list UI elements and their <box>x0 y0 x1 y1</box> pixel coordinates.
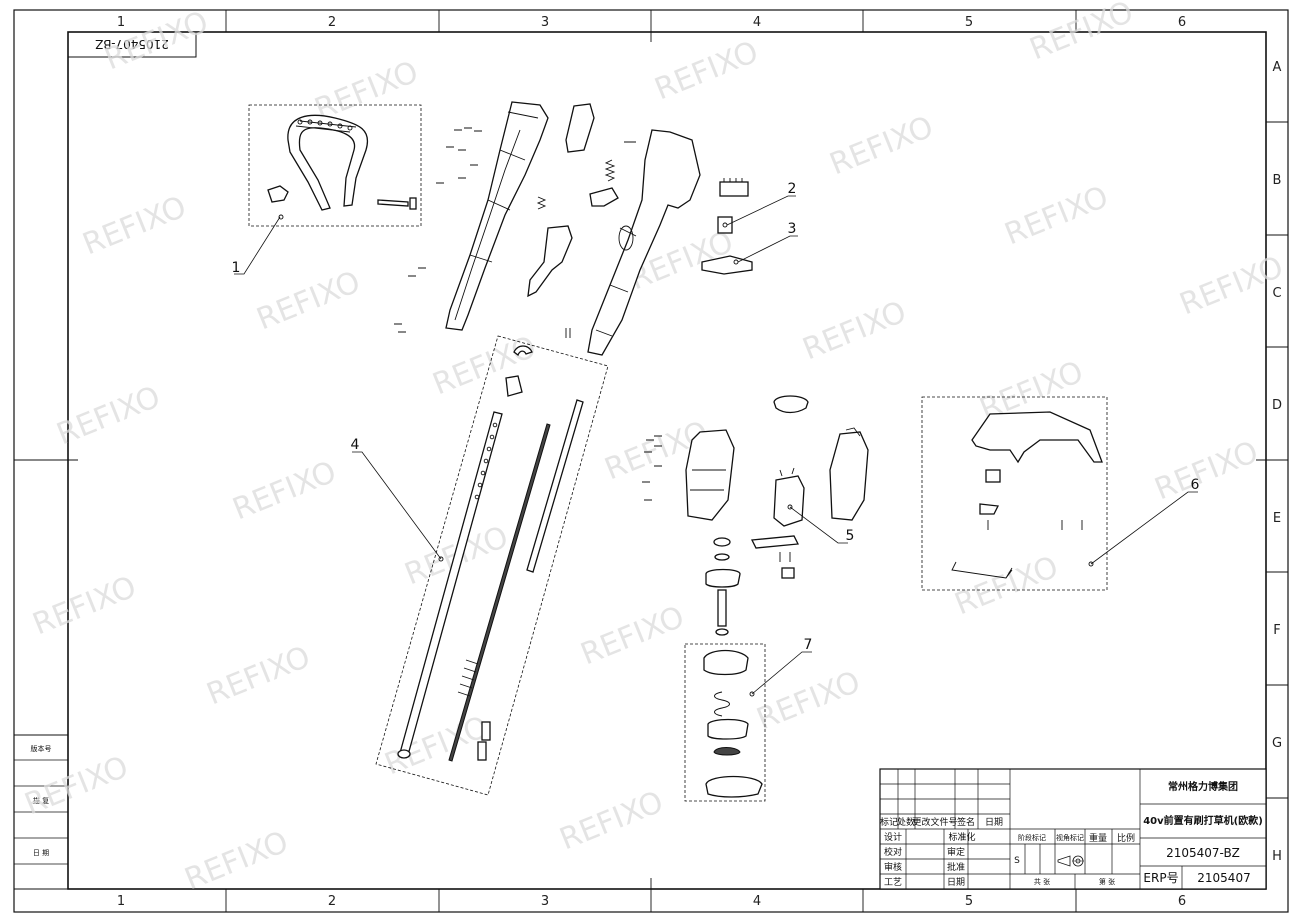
zone-col-label: 4 <box>753 894 761 909</box>
tb-header-mark: 标记 <box>880 816 898 828</box>
watermark: REFIXO <box>1175 249 1288 322</box>
spring-small <box>536 159 616 210</box>
watermark: REFIXO <box>78 189 191 262</box>
zone-row-label: D <box>1272 398 1282 413</box>
callout-6: 6 <box>1191 477 1200 493</box>
tb-role-review: 审核 <box>884 861 902 873</box>
shaft-housing-left-half <box>445 101 549 331</box>
tb-header-signature: 签名 <box>957 816 975 828</box>
tb-header-date: 日期 <box>985 817 1003 828</box>
zone-row-label: H <box>1272 849 1282 864</box>
zone-row-label: G <box>1272 736 1282 751</box>
handle-assembly <box>248 104 422 227</box>
watermark: REFIXO <box>650 34 763 107</box>
watermark: REFIXO <box>1000 179 1113 252</box>
switch-block <box>701 178 753 275</box>
zone-row-label: F <box>1273 623 1280 638</box>
zone-col-label: 2 <box>328 894 336 909</box>
zone-dividers <box>14 10 1288 912</box>
tb-role-standard: 标准化 <box>948 831 975 843</box>
zone-col-label: 1 <box>117 15 125 30</box>
tb-role-ratify: 批准 <box>947 861 965 873</box>
latch-part <box>527 187 619 298</box>
side-panel: 版本号 描 复 日 期 <box>13 734 69 890</box>
projection-symbol-icon <box>1057 855 1084 867</box>
zone-col-label: 5 <box>965 15 973 30</box>
watermark: REFIXO <box>202 639 315 712</box>
zone-col-label: 6 <box>1178 15 1186 30</box>
zone-row-label: E <box>1273 511 1281 526</box>
date-label: 日 期 <box>33 849 49 857</box>
copy-label: 描 复 <box>33 796 49 805</box>
zone-labels-bottom: 1 2 3 4 5 6 <box>117 894 1186 909</box>
callout-1: 1 <box>232 260 241 276</box>
trimmer-head-parts <box>684 537 766 802</box>
zone-labels-top: 1 2 3 4 5 6 <box>117 15 1186 30</box>
watermark: REFIXO <box>798 294 911 367</box>
tb-role-process: 工艺 <box>884 877 902 888</box>
watermark: REFIXO <box>1150 434 1263 507</box>
zone-row-label: C <box>1272 286 1281 301</box>
callout-7: 7 <box>804 637 813 653</box>
tb-role-check: 校对 <box>884 846 902 858</box>
leader-lines <box>234 195 1198 695</box>
zone-col-label: 3 <box>541 15 549 30</box>
tb-scale-label: 比例 <box>1117 832 1135 844</box>
version-label: 版本号 <box>31 744 52 753</box>
watermark: REFIXO <box>428 329 541 402</box>
corner-code-box: 2105407-BZ <box>67 31 197 58</box>
shaft-housing-right-half <box>587 129 701 356</box>
watermark: REFIXO <box>52 379 165 452</box>
motor-housing-assembly <box>642 395 869 579</box>
tb-company: 常州格力博集团 <box>1168 780 1238 793</box>
watermark: REFIXO <box>752 664 865 737</box>
tb-erp-label: ERP号 <box>1143 871 1178 885</box>
tb-erp-number: 2105407 <box>1197 871 1250 885</box>
corner-code: 2105407-BZ <box>95 37 169 51</box>
tb-sheet-number: 第 张 <box>1099 877 1115 886</box>
tb-view-label: 视角标记 <box>1056 833 1084 842</box>
callout-labels: 1 2 3 4 5 6 7 <box>232 181 1200 653</box>
tb-drawing-number: 2105407-BZ <box>1166 846 1240 860</box>
watermark: REFIXO <box>576 599 689 672</box>
tb-role-approve: 审定 <box>947 846 965 858</box>
tb-total-sheets: 共 张 <box>1034 877 1050 886</box>
tb-header-count: 处数 <box>897 816 915 828</box>
watermark: REFIXO <box>825 109 938 182</box>
zone-col-label: 3 <box>541 894 549 909</box>
callout-5: 5 <box>846 528 855 544</box>
zone-row-label: A <box>1273 60 1282 75</box>
tb-stage-value: S <box>1014 856 1020 866</box>
zone-col-label: 1 <box>117 894 125 909</box>
screws-top <box>394 127 636 338</box>
tb-weight-label: 重量 <box>1089 832 1107 844</box>
title-block: 标记 处数 更改文件号 签名 日期 设计 校对 审核 工艺 标准化 审定 批准 … <box>879 768 1267 890</box>
watermark: REFIXO <box>252 264 365 337</box>
tb-role-design: 设计 <box>884 831 902 843</box>
zone-col-label: 2 <box>328 15 336 30</box>
zone-col-label: 6 <box>1178 894 1186 909</box>
tb-header-change-doc: 更改文件号 <box>912 816 957 828</box>
callout-2: 2 <box>788 181 797 197</box>
shaft-tube-assembly <box>375 335 609 796</box>
tb-role-date: 日期 <box>947 877 965 888</box>
callout-3: 3 <box>788 221 797 237</box>
watermark: REFIXO <box>555 784 668 857</box>
zone-col-label: 5 <box>965 894 973 909</box>
zone-col-label: 4 <box>753 15 761 30</box>
tb-stage-label: 阶段标记 <box>1018 833 1046 842</box>
zone-row-label: B <box>1273 173 1282 188</box>
watermark: REFIXO <box>228 454 341 527</box>
trigger-button <box>565 103 595 153</box>
guard-assembly <box>921 396 1108 591</box>
watermark: REFIXO <box>28 569 141 642</box>
zone-labels-right: A B C D E F G H <box>1272 60 1282 864</box>
callout-4: 4 <box>351 437 360 453</box>
watermark: REFIXO <box>950 549 1063 622</box>
tb-product-name: 40v前置有刷打草机(欧款) <box>1143 814 1263 827</box>
watermark: REFIXO <box>380 709 493 782</box>
watermark: REFIXO <box>180 824 293 897</box>
